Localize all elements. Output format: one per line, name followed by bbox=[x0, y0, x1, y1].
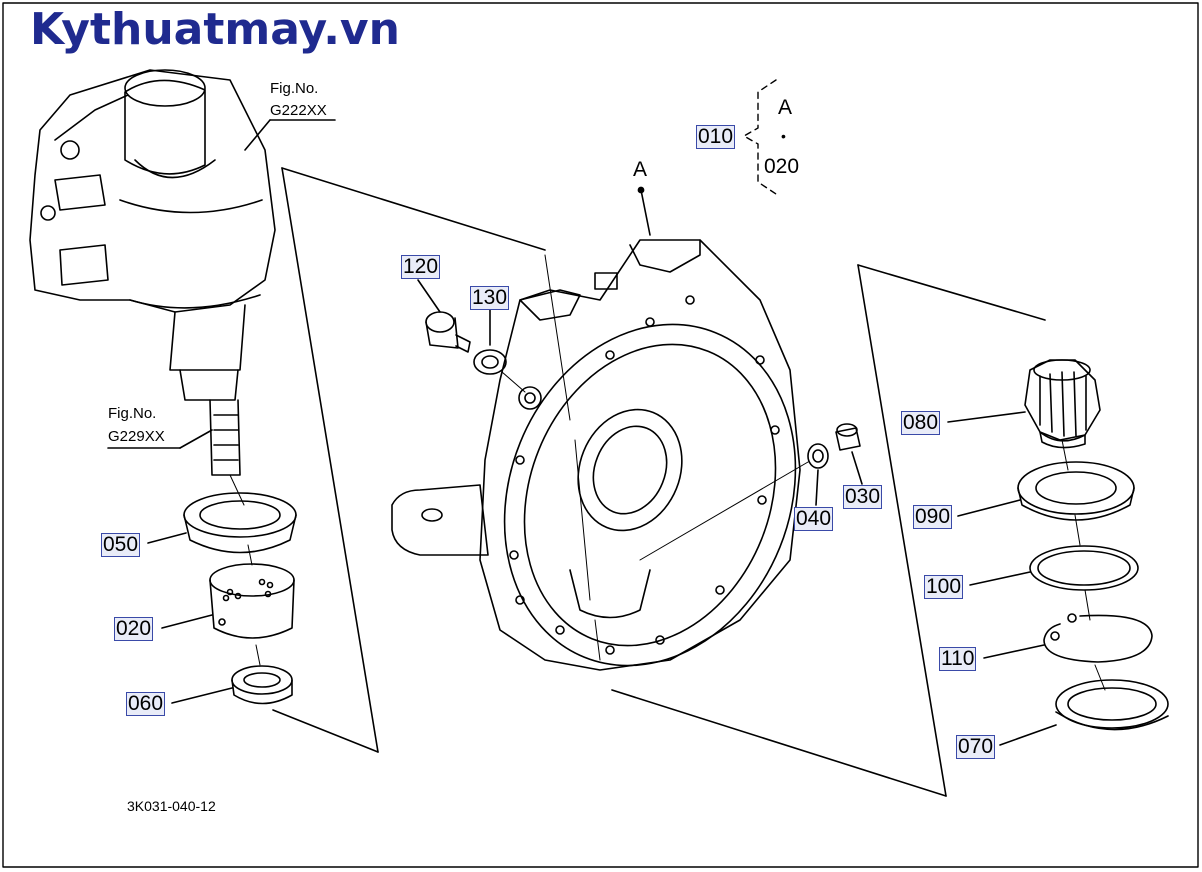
group-top-label: A bbox=[778, 96, 793, 119]
part-030-plug-drawing bbox=[835, 423, 861, 451]
callout-030[interactable]: 030 bbox=[843, 485, 883, 509]
part-110-circlip-drawing bbox=[1043, 613, 1153, 663]
upper-housing-drawing bbox=[29, 69, 276, 476]
callout-130[interactable]: 130 bbox=[470, 286, 510, 310]
callout-110[interactable]: 110 bbox=[939, 647, 977, 671]
part-060-thrust-bearing-drawing bbox=[231, 665, 293, 705]
view-marker-a: A bbox=[633, 158, 648, 181]
callout-050[interactable]: 050 bbox=[101, 533, 141, 557]
group-bottom-label: 020 bbox=[764, 155, 800, 178]
part-070-seal-drawing bbox=[1055, 679, 1169, 731]
figref-code-1[interactable]: G222XX bbox=[270, 102, 327, 119]
part-100-shim-drawing bbox=[1029, 545, 1139, 591]
callout-090[interactable]: 090 bbox=[913, 505, 953, 529]
callout-060[interactable]: 060 bbox=[126, 692, 166, 716]
group-bullet: • bbox=[781, 128, 786, 144]
part-130-washer-drawing bbox=[473, 349, 507, 375]
part-090-bearing-drawing bbox=[1017, 461, 1135, 521]
callout-070[interactable]: 070 bbox=[956, 735, 996, 759]
callout-010[interactable]: 010 bbox=[696, 125, 736, 149]
figref-label-1: Fig.No. bbox=[270, 80, 319, 97]
figref-code-2[interactable]: G229XX bbox=[108, 428, 165, 445]
callout-120[interactable]: 120 bbox=[401, 255, 441, 279]
explode-guide-left bbox=[281, 167, 379, 753]
part-080-gear-drawing bbox=[1024, 359, 1101, 449]
callout-020[interactable]: 020 bbox=[114, 617, 154, 641]
explode-guide-right bbox=[857, 264, 1046, 321]
brand-watermark: Kythuatmay.vn bbox=[30, 4, 400, 55]
figref-label-2: Fig.No. bbox=[108, 405, 157, 422]
part-040-washer-drawing bbox=[807, 443, 829, 469]
center-housing-drawing bbox=[391, 239, 801, 671]
diagram-id: 3K031-040-12 bbox=[127, 798, 216, 814]
part-120-plug-drawing bbox=[425, 311, 471, 353]
part-020-bearing-drawing bbox=[209, 563, 295, 639]
callout-080[interactable]: 080 bbox=[901, 411, 941, 435]
callout-100[interactable]: 100 bbox=[924, 575, 964, 599]
callout-040[interactable]: 040 bbox=[794, 507, 834, 531]
group-bracket bbox=[743, 79, 777, 195]
part-050-seal-drawing bbox=[183, 492, 297, 554]
